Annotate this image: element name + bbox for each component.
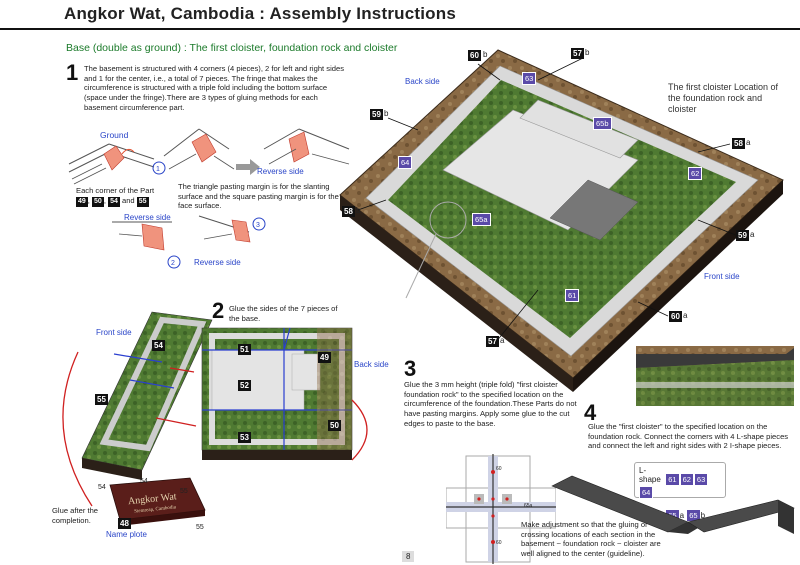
- section-subtitle: Base (double as ground) : The first cloi…: [66, 42, 398, 54]
- nameplate-part-55b: 55: [196, 524, 204, 531]
- step-1-fold-diagrams: Ground 1 Reverse side Reverse side 2 3 R…: [68, 128, 350, 269]
- corner-parts-text: Each corner of the Part 49, 50, 54 and 5…: [76, 186, 155, 207]
- triangle-margin-text: The triangle pasting margin is for the s…: [178, 182, 339, 211]
- part-suffix-60b: b: [483, 50, 488, 59]
- svg-text:2: 2: [171, 260, 175, 267]
- part-label-63: 63: [522, 72, 537, 85]
- nameplate-part-55a: 55: [180, 488, 188, 495]
- part-label-60a: 60: [669, 311, 682, 322]
- part-label-59b: 59: [370, 109, 383, 120]
- reverse-side-label-1: Reverse side: [257, 167, 304, 176]
- step-2-back-side: Back side: [354, 360, 389, 369]
- part-suffix-57a: a: [500, 336, 505, 345]
- nameplate-glue-text: Glue after the completion.: [52, 506, 99, 525]
- part-suffix-57b: b: [585, 48, 590, 57]
- fold-diagram-1: [68, 143, 155, 185]
- cloister-location-text: The first cloister Location of the found…: [668, 82, 779, 114]
- part-label-55: 55: [95, 394, 108, 405]
- part-suffix-58b: b: [356, 206, 361, 215]
- part-label-52: 52: [238, 380, 251, 391]
- part-label-61: 61: [565, 289, 580, 302]
- part-label-65b: 65b: [593, 117, 612, 130]
- part-label-58b: 58: [342, 206, 355, 217]
- svg-text:3: 3: [256, 222, 260, 229]
- page-title: Angkor Wat, Cambodia : Assembly Instruct…: [64, 4, 456, 23]
- part-label-60b: 60: [468, 50, 481, 61]
- part-suffix-58a: a: [746, 138, 751, 147]
- step-3-text: Glue the 3 mm height (triple fold) "firs…: [404, 380, 577, 428]
- front-side-label: Front side: [704, 272, 740, 281]
- name-plate-image: Angkor Wat Siemreap, Cambodia: [109, 477, 206, 526]
- step-2-diagram: [62, 311, 368, 507]
- part-label-58a: 58: [732, 138, 745, 149]
- adjustment-text: Make adjustment so that the gluing or cr…: [521, 520, 661, 559]
- step-1-text: The basement is structured with 4 corner…: [84, 64, 344, 112]
- fold-diagram-5: [198, 215, 251, 243]
- fold-diagram-3: [263, 128, 350, 165]
- part-label-57a: 57: [486, 336, 499, 347]
- align-label-60-top: 60: [496, 466, 502, 472]
- fold-diagram-2: [163, 128, 235, 170]
- main-base-diagram: [339, 49, 784, 392]
- fold-diagram-4: [112, 221, 172, 251]
- nameplate-part-54a: 54: [140, 478, 148, 485]
- svg-text:Siemreap, Cambodia: Siemreap, Cambodia: [134, 505, 177, 514]
- part-suffix-60a: a: [683, 311, 688, 320]
- step-1-number: 1: [66, 60, 79, 85]
- part-label-62: 62: [688, 167, 703, 180]
- ground-label: Ground: [100, 130, 129, 140]
- alignment-diagram: [446, 454, 556, 564]
- nameplate-label: Name plote: [106, 530, 147, 539]
- step-4-number: 4: [584, 400, 597, 425]
- align-label-60-bottom: 60: [496, 540, 502, 546]
- part-label-51: 51: [238, 344, 251, 355]
- part-label-64: 64: [398, 156, 413, 169]
- nameplate-part-54b: 54: [98, 484, 106, 491]
- reverse-side-label-2: Reverse side: [124, 213, 171, 222]
- back-side-label: Back side: [405, 77, 440, 86]
- step-4-photo: [636, 346, 794, 406]
- part-label-48: 48: [118, 518, 131, 529]
- title-rule: [0, 28, 800, 30]
- cloister-piece-image: [551, 475, 795, 534]
- page-number: 8: [402, 551, 415, 562]
- reverse-side-label-3: Reverse side: [194, 258, 241, 267]
- part-suffix-59a: a: [750, 230, 755, 239]
- step-2-text: Glue the sides of the 7 pieces of the ba…: [229, 304, 338, 323]
- part-label-53: 53: [238, 432, 251, 443]
- svg-text:1: 1: [156, 166, 160, 173]
- step-4-text: Glue the "first cloister" to the specifi…: [588, 422, 789, 451]
- part-suffix-59b: b: [384, 109, 389, 118]
- step-3-number: 3: [404, 356, 417, 381]
- part-label-65a: 65a: [472, 213, 491, 226]
- step-2-front-side: Front side: [96, 328, 132, 337]
- step-2-number: 2: [212, 298, 225, 323]
- part-label-59a: 59: [736, 230, 749, 241]
- svg-text:Angkor Wat: Angkor Wat: [127, 491, 177, 507]
- align-label-65a: 65a: [524, 503, 533, 509]
- part-label-50: 50: [328, 420, 341, 431]
- part-label-57b: 57: [571, 48, 584, 59]
- part-label-54: 54: [152, 340, 165, 351]
- part-label-49: 49: [318, 352, 331, 363]
